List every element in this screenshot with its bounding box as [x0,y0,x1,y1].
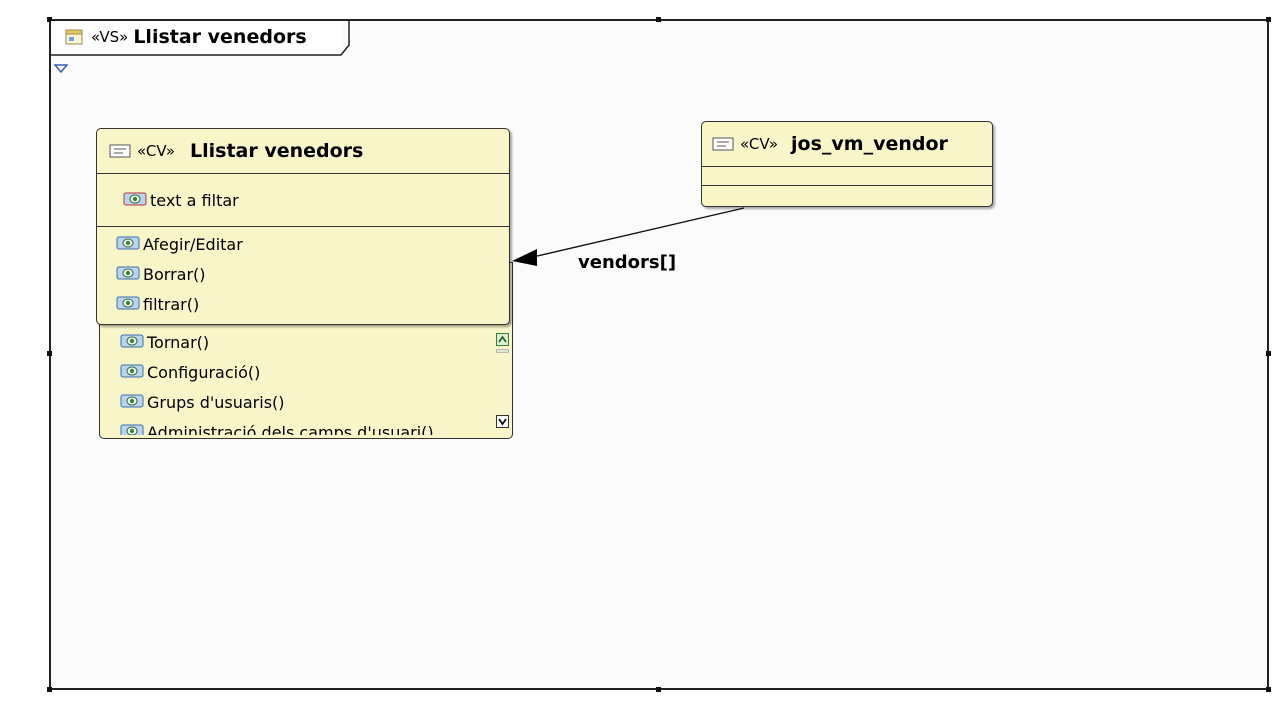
operation-label: Borrar() [143,264,206,284]
eye-member-icon [120,393,144,412]
class-view-icon [109,144,131,158]
resize-handle-bottom-middle[interactable] [656,687,661,692]
attribute-label: text a filtar [150,190,239,210]
scrollbar-thumb[interactable] [496,349,509,353]
list-item[interactable]: Configuració() [120,357,500,387]
collapse-arrow-icon[interactable] [54,64,68,73]
class-llistar-venedors[interactable]: «CV» Llistar venedors text a filtar Afeg… [96,128,510,325]
class-stereotype: «CV» [740,135,779,153]
scroll-up-icon[interactable] [496,333,509,346]
attribute-item[interactable]: text a filtar [123,185,239,215]
frame-name-tab[interactable]: «VS» Llistar venedors [51,21,350,56]
class-jos-vm-vendor[interactable]: «CV» jos_vm_vendor [701,121,993,207]
operation-label: Administració dels camps d'usuari() [147,422,434,436]
eye-member-icon [116,295,140,314]
resize-handle-bottom-right[interactable] [1266,687,1271,692]
class-title: jos_vm_vendor [791,133,948,155]
resize-handle-middle-right[interactable] [1266,351,1271,356]
operation-item[interactable]: filtrar() [116,289,509,319]
operation-label: filtrar() [143,294,200,314]
operation-label: Afegir/Editar [143,234,243,254]
resize-handle-top-middle[interactable] [656,17,661,22]
operations-compartment[interactable]: Afegir/Editar Borrar() filtrar() [97,226,509,319]
list-item[interactable]: Grups d'usuaris() [120,387,500,417]
eye-member-icon [116,235,140,254]
eye-member-icon [120,363,144,382]
class-title: Llistar venedors [190,140,364,162]
list-item[interactable]: Tornar() [120,327,500,357]
operations-compartment[interactable] [702,186,992,206]
frame-tab-outline [51,21,350,56]
class-view-icon [712,137,734,151]
scroll-down-icon[interactable] [496,415,509,428]
attributes-compartment[interactable]: text a filtar [97,174,509,226]
eye-member-icon [123,191,147,210]
class-stereotype: «CV» [137,142,176,160]
resize-handle-middle-left[interactable] [47,351,52,356]
operation-label: Tornar() [147,332,210,352]
resize-handle-top-right[interactable] [1266,17,1271,22]
connector-label[interactable]: vendors[] [578,252,677,273]
operation-label: Grups d'usuaris() [147,392,285,412]
frame-stereotype: «VS» [91,28,129,46]
class-header[interactable]: «CV» Llistar venedors [97,129,509,174]
operation-item[interactable]: Borrar() [116,259,509,289]
operation-item[interactable]: Afegir/Editar [116,229,509,259]
view-screen-icon [65,29,83,45]
eye-member-icon [120,423,144,435]
operation-label: Configuració() [147,362,261,382]
resize-handle-top-left[interactable] [47,17,52,22]
attributes-compartment[interactable] [702,167,992,186]
frame-title: Llistar venedors [133,26,307,48]
eye-member-icon [120,333,144,352]
class-header[interactable]: «CV» jos_vm_vendor [702,122,992,167]
list-item[interactable]: Administració dels camps d'usuari() [120,417,500,435]
eye-member-icon [116,265,140,284]
resize-handle-bottom-left[interactable] [47,687,52,692]
